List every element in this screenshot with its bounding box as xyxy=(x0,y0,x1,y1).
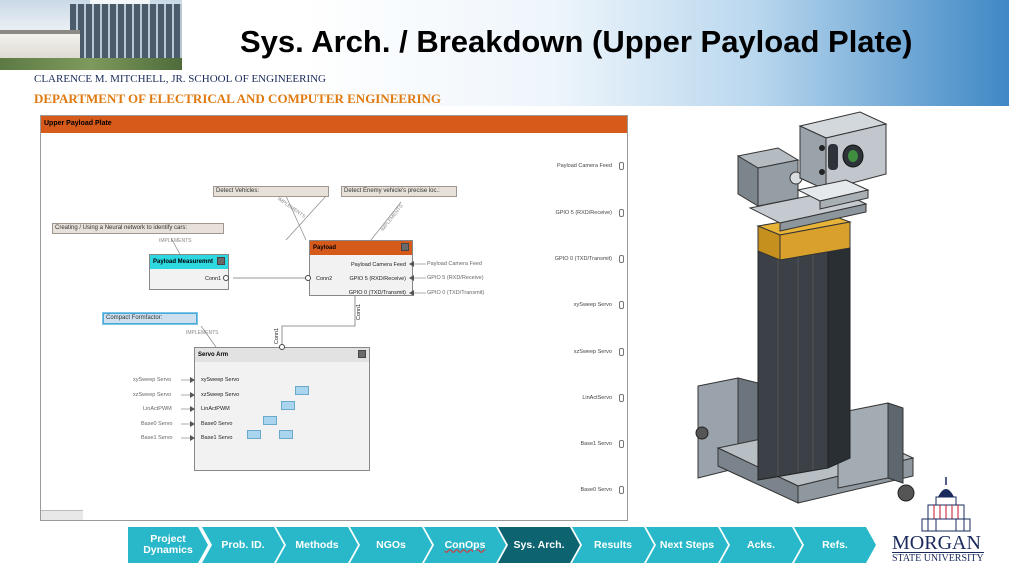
payload-ext-label: GPIO 5 (RXD/Receive) xyxy=(427,275,484,281)
payload-header: Payload xyxy=(310,241,412,255)
servo-arm-port-label: Base1 Servo xyxy=(201,435,233,441)
external-port[interactable] xyxy=(619,301,624,309)
payload-port-label: GPIO 5 (RXD/Receive) xyxy=(349,276,406,282)
payload-measurement-block[interactable]: Payload Measuremnt Conn1 xyxy=(149,254,229,290)
input-arrow-icon xyxy=(190,377,195,383)
servo-arm-conn1-port[interactable] xyxy=(279,344,285,350)
external-port-label: GPIO 0 (TXD/Transmit) xyxy=(554,256,612,262)
servo-input-label: xzSweep Servo xyxy=(133,392,172,398)
input-arrow-icon xyxy=(190,406,195,412)
nav-ngos[interactable]: NGOs xyxy=(350,527,432,563)
diagram-canvas: Detect Vehicles: Detect Enemy vehicle's … xyxy=(41,133,627,520)
output-arrow-icon xyxy=(409,261,414,267)
external-port[interactable] xyxy=(619,348,624,356)
payload-mechanical-render xyxy=(695,111,915,504)
servo-subblock[interactable] xyxy=(279,430,293,439)
diagram-title: Upper Payload Plate xyxy=(44,120,112,127)
implements-label-4: IMPLEMENTS xyxy=(186,330,219,336)
note-compact-formfactor: Compact Formfactor: xyxy=(103,313,197,324)
input-arrow-icon xyxy=(190,392,195,398)
payload-port-label: GPIO 0 (TXD/Transmit) xyxy=(348,290,406,296)
servo-subblock[interactable] xyxy=(295,386,309,395)
payload-conn1-label: Conn1 xyxy=(356,303,363,321)
nav-project-dynamics[interactable]: Project Dynamics xyxy=(128,527,208,563)
payload-ext-label: Payload Camera Feed xyxy=(427,261,483,267)
slide-title: Sys. Arch. / Breakdown (Upper Payload Pl… xyxy=(240,24,913,59)
servo-subblock[interactable] xyxy=(281,401,295,410)
servo-input-label: xySweep Servo xyxy=(133,377,172,383)
payload-measurement-header: Payload Measuremnt xyxy=(150,255,228,269)
external-port-label: LinActServo xyxy=(582,395,612,401)
nav-acks[interactable]: Acks. xyxy=(720,527,802,563)
department-name: DEPARTMENT OF ELECTRICAL AND COMPUTER EN… xyxy=(34,91,442,106)
nav-prob-id[interactable]: Prob. ID. xyxy=(202,527,284,563)
payload-measurement-port-label: Conn1 xyxy=(205,276,222,282)
logo-subtitle: STATE UNIVERSITY xyxy=(892,552,984,564)
output-arrow-icon xyxy=(409,290,414,296)
external-port[interactable] xyxy=(619,486,624,494)
note-detect-vehicles: Detect Vehicles: xyxy=(213,186,329,197)
note-detect-enemy: Detect Enemy vehicle's precise loc.: xyxy=(341,186,457,197)
external-port[interactable] xyxy=(619,440,624,448)
servo-arm-port-label: xySweep Servo xyxy=(201,377,240,383)
payload-conn2-label: Conn2 xyxy=(316,276,333,282)
payload-block[interactable]: Payload Conn2 Payload Camera Feed GPIO 5… xyxy=(309,240,413,296)
nav-results[interactable]: Results xyxy=(572,527,654,563)
servo-subblock[interactable] xyxy=(247,430,261,439)
servo-subblock[interactable] xyxy=(263,416,277,425)
external-port[interactable] xyxy=(619,209,624,217)
morgan-state-logo-icon xyxy=(921,477,971,532)
payload-port-label: Payload Camera Feed xyxy=(350,262,406,268)
external-port-label: Payload Camera Feed xyxy=(556,163,612,169)
external-port-label: GPIO 5 (RXD/Receive) xyxy=(555,210,612,216)
block-stack-icon xyxy=(401,243,409,251)
nav-refs[interactable]: Refs. xyxy=(794,527,876,563)
servo-arm-port-label: LinActPWM xyxy=(201,406,230,412)
external-port-label: xzSweep Servo xyxy=(573,349,612,355)
servo-arm-block[interactable]: Servo Arm xySweep Servo xzSweep Servo Li… xyxy=(194,347,370,471)
diagram-toolbar[interactable] xyxy=(41,510,83,520)
servo-input-label: Base1 Servo xyxy=(141,435,173,441)
output-arrow-icon xyxy=(409,275,414,281)
nav-sys-arch[interactable]: Sys. Arch. xyxy=(498,527,580,563)
input-arrow-icon xyxy=(190,435,195,441)
payload-measurement-port[interactable] xyxy=(223,275,229,281)
external-port[interactable] xyxy=(619,162,624,170)
note-neural-network: Creating / Using a Neural network to ide… xyxy=(52,223,224,234)
external-port[interactable] xyxy=(619,394,624,402)
servo-arm-conn1-label: Conn1 xyxy=(274,327,281,345)
nav-methods[interactable]: Methods xyxy=(276,527,358,563)
payload-conn2-port[interactable] xyxy=(305,275,311,281)
logo-wordmark: MORGAN xyxy=(892,532,981,554)
architecture-diagram: Upper Payload Plate xyxy=(40,115,628,521)
nav-next-steps[interactable]: Next Steps xyxy=(646,527,728,563)
external-port-label: Base1 Servo xyxy=(580,441,613,447)
implements-label-3: IMPLEMENTS xyxy=(159,238,192,244)
block-stack-icon xyxy=(358,350,366,358)
servo-arm-header: Servo Arm xyxy=(195,348,369,362)
diagram-title-bar: Upper Payload Plate xyxy=(41,116,627,133)
servo-arm-port-label: Base0 Servo xyxy=(201,421,233,427)
servo-input-label: Base0 Servo xyxy=(141,421,173,427)
servo-input-label: LinActPWM xyxy=(143,406,172,412)
external-port-label: xySweep Servo xyxy=(573,302,612,308)
school-name: CLARENCE M. MITCHELL, JR. SCHOOL OF ENGI… xyxy=(34,73,327,85)
input-arrow-icon xyxy=(190,421,195,427)
block-stack-icon xyxy=(217,257,225,265)
external-port-label: Base0 Servo xyxy=(580,487,613,493)
building-photo xyxy=(0,0,182,70)
servo-arm-port-label: xzSweep Servo xyxy=(201,392,240,398)
external-port[interactable] xyxy=(619,255,624,263)
nav-conops[interactable]: ConOps xyxy=(424,527,506,563)
payload-ext-label: GPIO 0 (TXD/Transmit) xyxy=(427,290,485,296)
